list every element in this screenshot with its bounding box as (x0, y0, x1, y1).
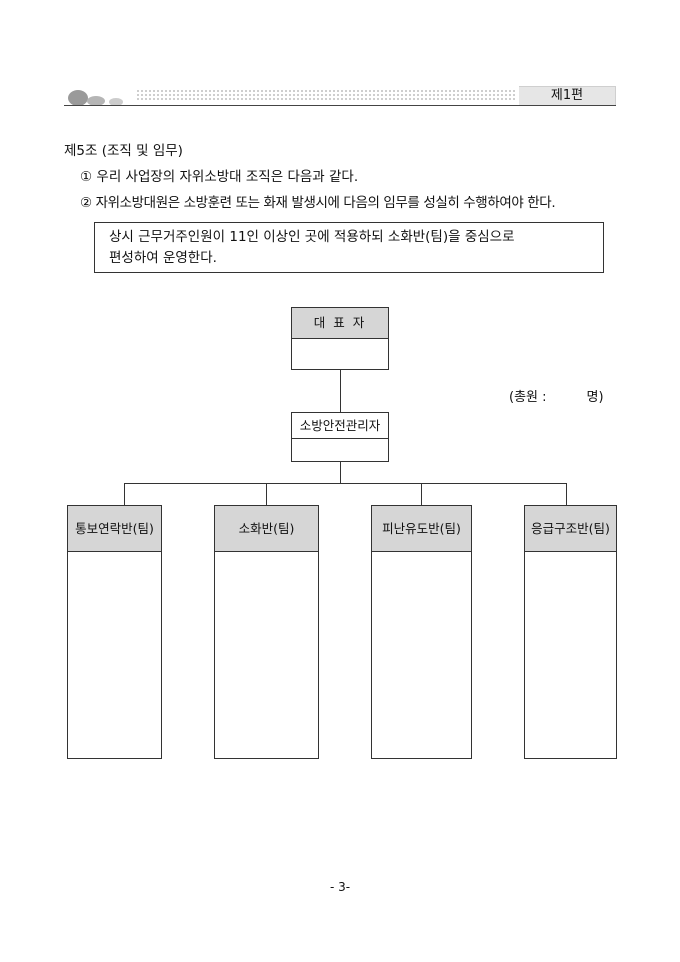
total-prefix: (총원 : (509, 390, 547, 405)
article-item-1: ① 우리 사업장의 자위소방대 조직은 다음과 같다. (80, 169, 359, 185)
team-first-aid-members (524, 551, 617, 759)
team-notification-members (67, 551, 162, 759)
header-dot-pattern (136, 89, 516, 102)
connector-team-3 (421, 483, 422, 505)
team-firefighting-label: 소화반(팀) (214, 505, 319, 552)
node-fire-safety-manager-value (291, 438, 389, 462)
connector-middle (340, 462, 341, 484)
header-rule (64, 105, 616, 106)
total-members: (총원 : 명) (509, 386, 604, 405)
article-item-2: ② 자위소방대원은 소방훈련 또는 화재 발생시에 다음의 임무를 성실히 수행… (80, 195, 556, 211)
part-label: 제1편 (519, 86, 616, 105)
connector-horizontal (124, 483, 566, 484)
team-firefighting-members (214, 551, 319, 759)
node-representative-value (291, 338, 389, 370)
connector-team-2 (266, 483, 267, 505)
connector-team-4 (566, 483, 567, 505)
article-title: 제5조 (조직 및 임무) (64, 143, 183, 159)
header-decoration-icon (68, 90, 123, 106)
note-line-2: 편성하여 운영한다. (109, 250, 217, 266)
total-suffix: 명) (586, 390, 604, 405)
connector-top (340, 370, 341, 412)
page-header: 제1편 (64, 86, 616, 108)
team-notification-label: 통보연락반(팀) (67, 505, 162, 552)
team-evacuation-members (371, 551, 472, 759)
note-line-1: 상시 근무거주인원이 11인 이상인 곳에 적용하되 소화반(팀)을 중심으로 (109, 229, 515, 245)
team-first-aid-label: 응급구조반(팀) (524, 505, 617, 552)
connector-team-1 (124, 483, 125, 505)
node-fire-safety-manager-label: 소방안전관리자 (291, 412, 389, 439)
node-representative-label: 대 표 자 (291, 307, 389, 339)
note-box: 상시 근무거주인원이 11인 이상인 곳에 적용하되 소화반(팀)을 중심으로 … (94, 222, 604, 273)
team-evacuation-label: 피난유도반(팀) (371, 505, 472, 552)
page-number: - 3- (329, 880, 351, 894)
